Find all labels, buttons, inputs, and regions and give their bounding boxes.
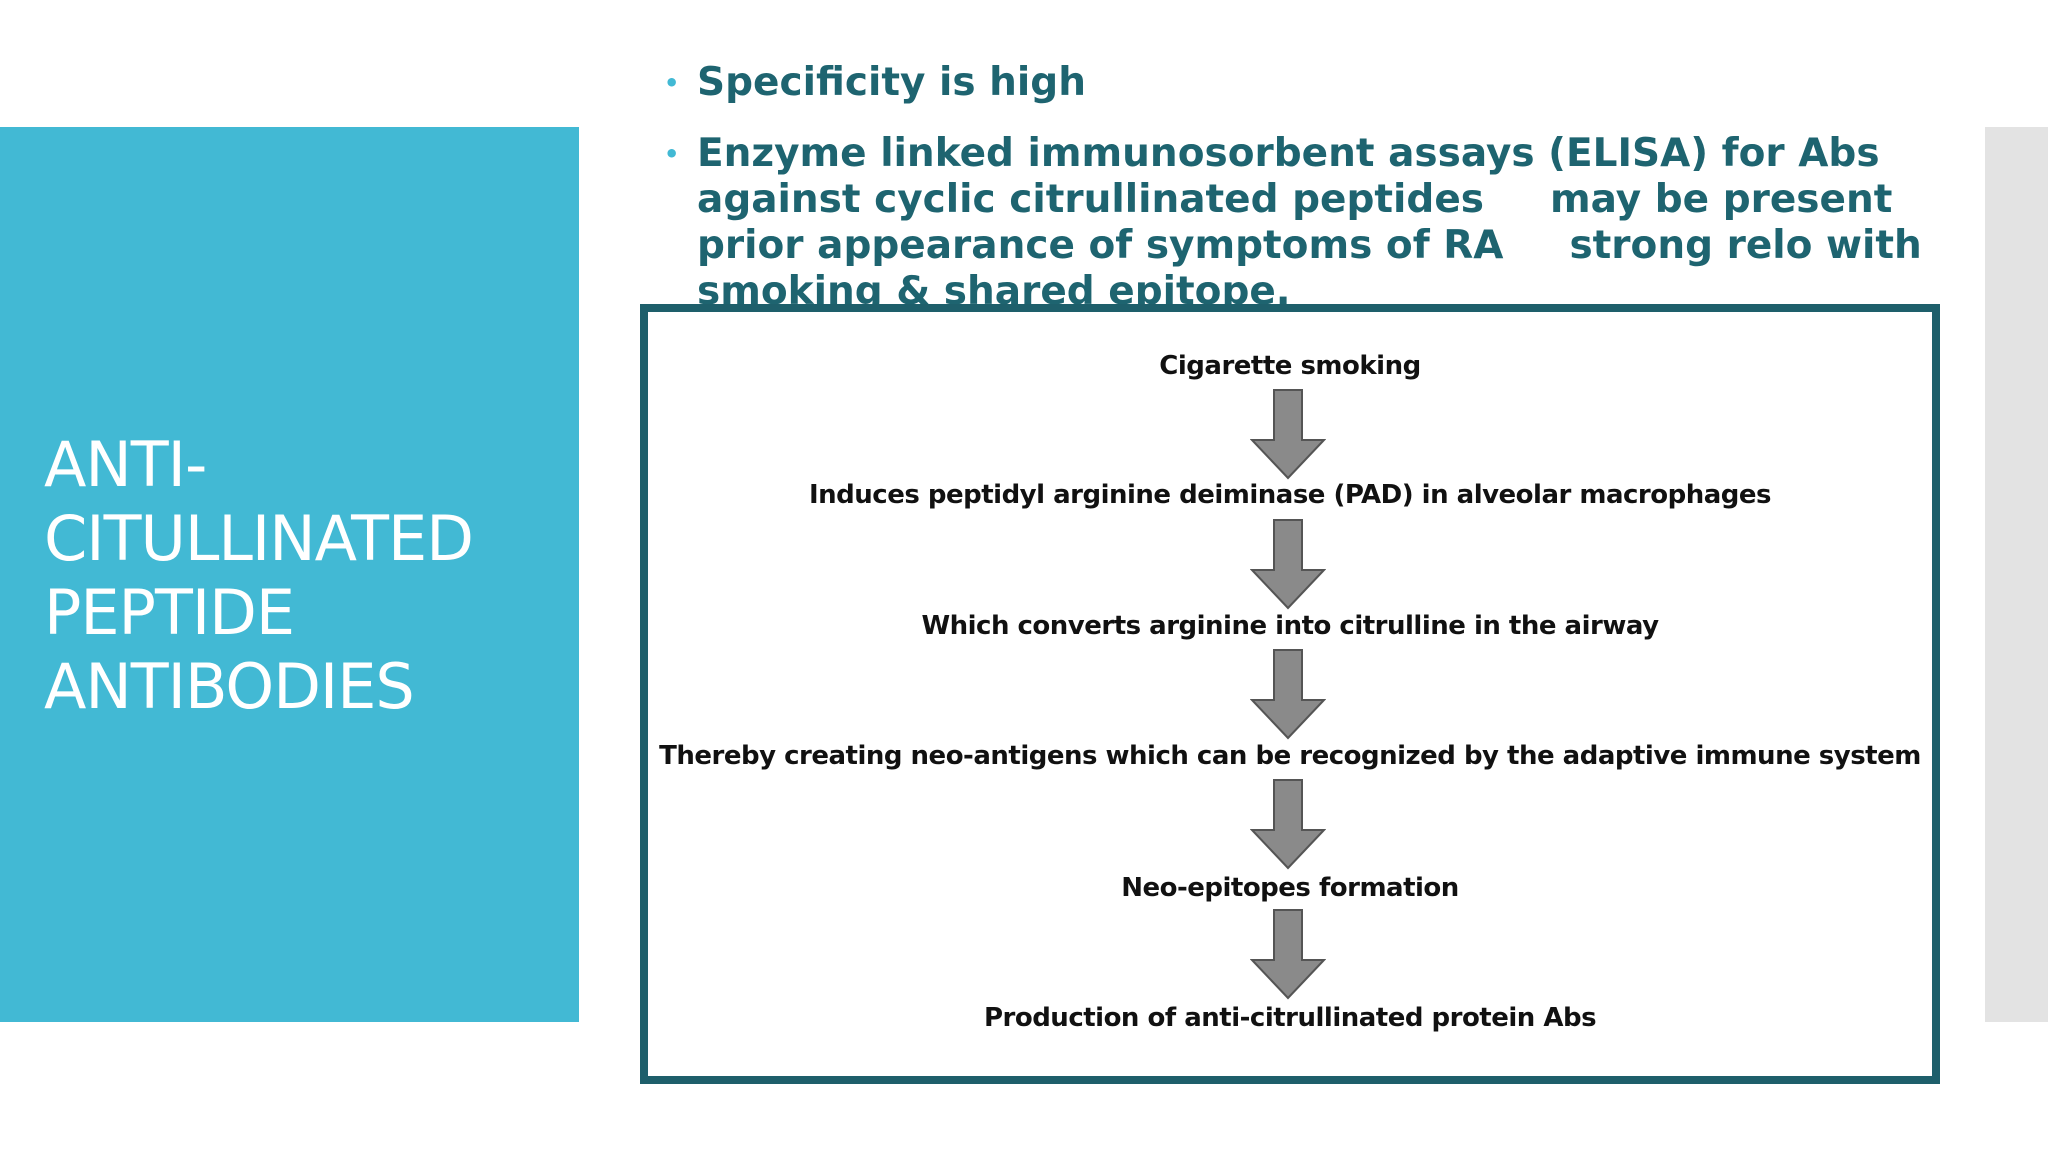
title-panel bbox=[0, 127, 579, 1022]
bullet-dot-icon: • bbox=[664, 140, 680, 168]
bullet-text: Enzyme linked immunosorbent assays (ELIS… bbox=[697, 131, 1880, 222]
decorative-strip bbox=[1985, 127, 2048, 1022]
flow-step: Cigarette smoking bbox=[1159, 351, 1421, 381]
flow-step: Production of anti-citrullinated protein… bbox=[983, 1003, 1597, 1033]
bullet-dot-icon: • bbox=[664, 69, 680, 97]
bullet-text: Specificity is high bbox=[697, 60, 1086, 105]
down-arrow-icon bbox=[1250, 519, 1326, 610]
bullet-item: • Specificity is high bbox=[664, 60, 1984, 106]
flow-step: Neo-epitopes formation bbox=[1121, 873, 1459, 903]
slide-title: ANTI-CITULLINATED PEPTIDE ANTIBODIES bbox=[44, 428, 474, 723]
flow-step: Which converts arginine into citrulline … bbox=[921, 611, 1659, 641]
down-arrow-icon bbox=[1250, 389, 1326, 480]
bullet-text: may be present prior appearance of sympt… bbox=[697, 177, 1893, 268]
flow-step: Thereby creating neo-antigens which can … bbox=[659, 741, 1921, 771]
down-arrow-icon bbox=[1250, 909, 1326, 1000]
down-arrow-icon bbox=[1250, 779, 1326, 870]
bullet-item: • Enzyme linked immunosorbent assays (EL… bbox=[664, 131, 1984, 315]
flow-step: Induces peptidyl arginine deiminase (PAD… bbox=[809, 480, 1772, 510]
down-arrow-icon bbox=[1250, 649, 1326, 740]
bullet-list: • Specificity is high • Enzyme linked im… bbox=[664, 60, 1984, 340]
